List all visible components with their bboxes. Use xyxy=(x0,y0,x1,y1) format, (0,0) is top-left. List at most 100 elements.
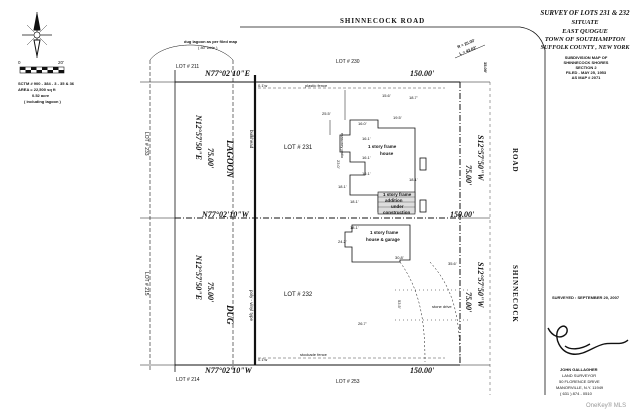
addition-label-c: under xyxy=(391,204,404,209)
scale-zero: 0 xyxy=(18,60,21,65)
lagoon-width-note: ( 80' wide ) xyxy=(198,45,218,50)
scale-bar xyxy=(19,66,65,74)
lot-215: LOT # 215 xyxy=(143,272,149,296)
road-lines xyxy=(240,26,546,395)
dim-15: 30.8' xyxy=(395,255,404,260)
lot-211: LOT # 211 xyxy=(176,64,200,70)
title-line-2: SITUATE xyxy=(571,19,599,26)
surveyor-phone: ( 631 ) 874 - 0510 xyxy=(560,391,592,396)
bearing-mid: N77°02'10"W xyxy=(202,210,249,219)
distance-corner: 35.00' xyxy=(483,62,488,73)
subdivision-line-4: FILED - MAY 25, 1953 xyxy=(565,70,607,75)
dim-1: 15.6' xyxy=(382,93,391,98)
title-line-1: SURVEY OF LOTS 231 & 232 xyxy=(540,9,630,17)
surveyor-signature xyxy=(547,325,629,355)
bearing-east-lower: S12°57'50"W xyxy=(476,262,485,308)
subdivision-line-3: SECTION 2 xyxy=(575,65,597,70)
distance-mid: 150.00' xyxy=(450,210,475,219)
dim-5: 16.1' xyxy=(362,136,371,141)
dim-11: 18.1' xyxy=(409,177,418,182)
subdivision-line-5: AS MAP # 2071 xyxy=(571,75,601,80)
lagoon-channel xyxy=(149,44,257,372)
dim-7: 16.1' xyxy=(362,171,371,176)
dim-18: 26.7' xyxy=(358,321,367,326)
offset-top: 0.1'w xyxy=(258,83,268,88)
bearing-west-lower: N12°57'50"E xyxy=(194,255,203,300)
surveyor-city: MANORVILLE, N.Y. 11949 xyxy=(556,385,604,390)
dim-3: 16.0' xyxy=(358,121,367,126)
poly-vinyl-label: poly - vinyl type xyxy=(249,290,254,322)
dim-4: 19.5' xyxy=(393,115,402,120)
offset-bottom: 0.1'w xyxy=(258,357,268,362)
house-1-label-a: 1 story frame xyxy=(368,144,397,149)
lot-233: LOT # 233 xyxy=(143,132,149,156)
plastic-fence-top: plastic fence xyxy=(305,83,328,88)
lot-230: LOT # 230 xyxy=(336,59,360,65)
house-2-label-a: 1 story frame xyxy=(370,230,399,235)
distance-west-upper: 75.00' xyxy=(206,148,215,169)
distance-south: 150.00' xyxy=(410,366,435,375)
dim-10: 18.1' xyxy=(350,199,359,204)
bearing-east-upper: S12°57'50"W xyxy=(476,135,485,181)
masonry-patio-label: masonry patio xyxy=(340,133,345,159)
curve-corner xyxy=(454,44,486,59)
dim-2: 25.5' xyxy=(322,111,331,116)
title-line-3: EAST QUOGUE xyxy=(562,28,608,35)
sctm-number: SCTM # 900 - 384 - 3 - 35 & 36 xyxy=(18,81,75,86)
patio-outline xyxy=(329,90,346,135)
lot-232: LOT # 232 xyxy=(284,292,313,298)
dim-6: 16.1' xyxy=(362,155,371,160)
bearing-north: N77°02'10"E xyxy=(205,69,250,78)
bearing-west-upper: N12°57'50"E xyxy=(194,115,203,160)
bulkhead-label: bulkhead xyxy=(249,130,254,149)
surveyor-name: JOHN GALLAGHER xyxy=(560,367,598,372)
north-arrow-icon xyxy=(22,12,52,58)
stone-drive-label: stone drive xyxy=(432,304,452,309)
surveyor-address: 50 FLORENCE DRIVE xyxy=(559,379,600,384)
addition-label-a: 1 story frame xyxy=(383,192,412,197)
lot-253: LOT # 253 xyxy=(336,379,360,385)
road-east-upper-label: ROAD xyxy=(511,148,519,173)
dim-16: 35.6' xyxy=(448,261,457,266)
subdivision-line-2: SHINNECOCK SHORES xyxy=(563,60,609,65)
distance-north: 150.00' xyxy=(410,69,435,78)
addition-outline xyxy=(377,191,416,215)
dim-9: 18.1' xyxy=(338,184,347,189)
house-1-label-b: house xyxy=(380,151,394,156)
stone-drive xyxy=(395,261,470,363)
house-2-label-b: house & garage xyxy=(366,237,400,242)
house-2-outline xyxy=(344,224,411,263)
mls-watermark: OneKey® MLS xyxy=(586,403,627,409)
addition-label-d: construction xyxy=(383,210,411,215)
title-line-4: TOWN OF SOUTHAMPTON xyxy=(544,36,626,43)
surveyor-title: LAND SURVEYOR xyxy=(562,373,597,378)
dim-12: 18.7' xyxy=(409,95,418,100)
dug-word: DUG xyxy=(225,305,235,325)
distance-west-lower: 75.00' xyxy=(206,282,215,303)
surveyed-date: SURVEYED : SEPTEMBER 20, 2007 xyxy=(552,295,620,300)
house-1-outline xyxy=(339,119,427,213)
dim-13: 18.1' xyxy=(350,225,359,230)
area-note: ( including lagoon ) xyxy=(24,99,61,104)
subdivision-line-1: SUBDIVISION MAP OF xyxy=(564,55,608,60)
dim-14: 24.2' xyxy=(338,239,347,244)
property-boundary xyxy=(140,81,490,366)
lot-214: LOT # 214 xyxy=(176,377,200,383)
scale-twenty: 20' xyxy=(58,60,64,65)
road-north-label: SHINNECOCK ROAD xyxy=(340,17,426,25)
lot-231: LOT # 231 xyxy=(284,145,313,151)
title-line-5: SUFFOLK COUNTY , NEW YORK xyxy=(540,45,630,51)
dim-8: 23.0' xyxy=(336,160,341,169)
stockade-fence-label: stockade fence xyxy=(300,352,327,357)
area-acres: 0.52 acre xyxy=(32,93,50,98)
bearing-south: N77°02'10"W xyxy=(205,366,252,375)
distance-east-upper: 75.00' xyxy=(464,165,473,186)
addition-label-b: addition xyxy=(385,198,403,203)
lagoon-note: dug lagoon as per filed map xyxy=(184,39,238,44)
dim-17: 53.5' xyxy=(397,300,402,309)
distance-east-lower: 75.00' xyxy=(464,292,473,313)
lagoon-word: LAGOON xyxy=(225,140,235,178)
road-east-lower-label: SHINNECOCK xyxy=(511,265,519,323)
area-sqft: AREA = 22,500 sq ft xyxy=(18,87,56,92)
